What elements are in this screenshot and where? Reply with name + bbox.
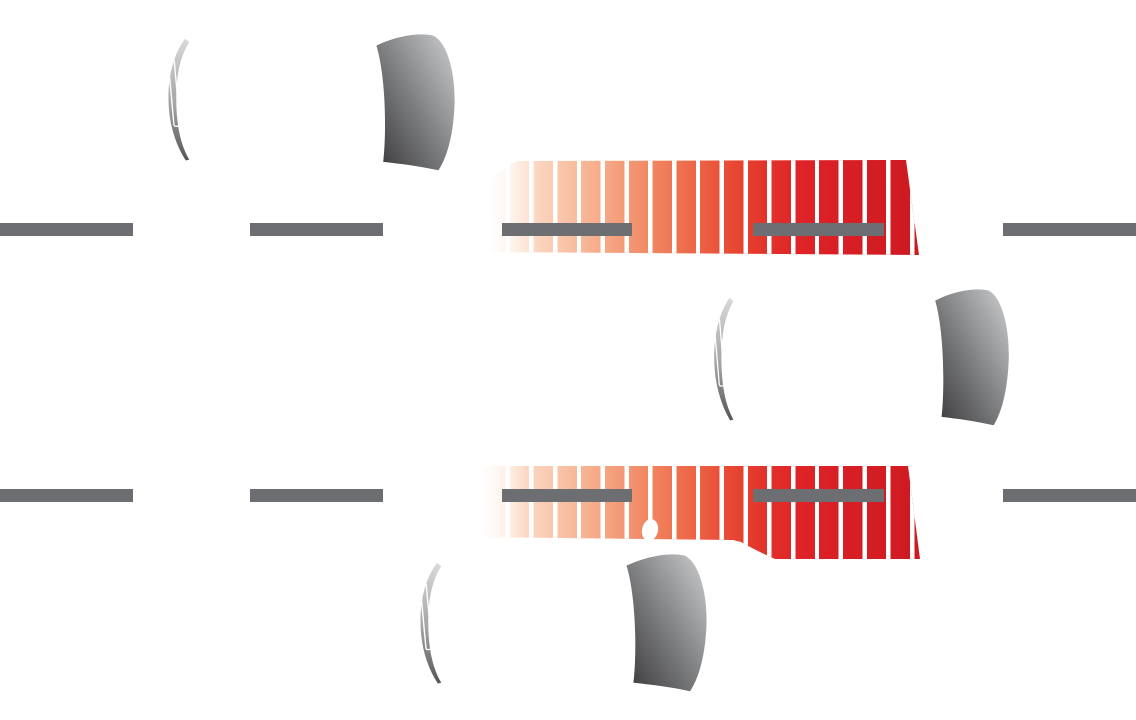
lane-dash	[1003, 223, 1136, 236]
lane-dash	[0, 489, 133, 502]
lane-dash	[753, 223, 884, 236]
left-fade-overlay	[481, 466, 920, 559]
rear-window-highlight	[167, 58, 181, 127]
windshield-outline	[626, 554, 707, 692]
lane-dash	[250, 489, 383, 502]
rear-window-highlight	[713, 318, 726, 387]
windshield-glass	[626, 554, 707, 692]
windshield-outline	[376, 34, 455, 171]
lane-dash	[250, 223, 383, 236]
rear-window-highlight	[419, 582, 433, 651]
windshield-glass	[376, 34, 455, 171]
hazard-gradient-zone-upper	[487, 160, 919, 255]
windshield-outline	[935, 289, 1009, 426]
rear-window-outline	[420, 562, 442, 684]
lane-dash	[502, 489, 632, 502]
lane-dash	[1003, 489, 1136, 502]
rear-window-glass	[167, 38, 190, 161]
rear-window-outline	[168, 38, 190, 161]
lane-dash	[502, 223, 632, 236]
lane-dash	[0, 223, 133, 236]
rear-window-glass	[713, 297, 734, 421]
rear-window-glass	[419, 562, 442, 684]
rear-window-outline	[714, 297, 734, 421]
hazard-gradient-zone-lower	[481, 466, 920, 559]
lane-dash	[753, 489, 884, 502]
windshield-glass	[935, 289, 1009, 426]
left-fade-overlay	[487, 160, 919, 255]
